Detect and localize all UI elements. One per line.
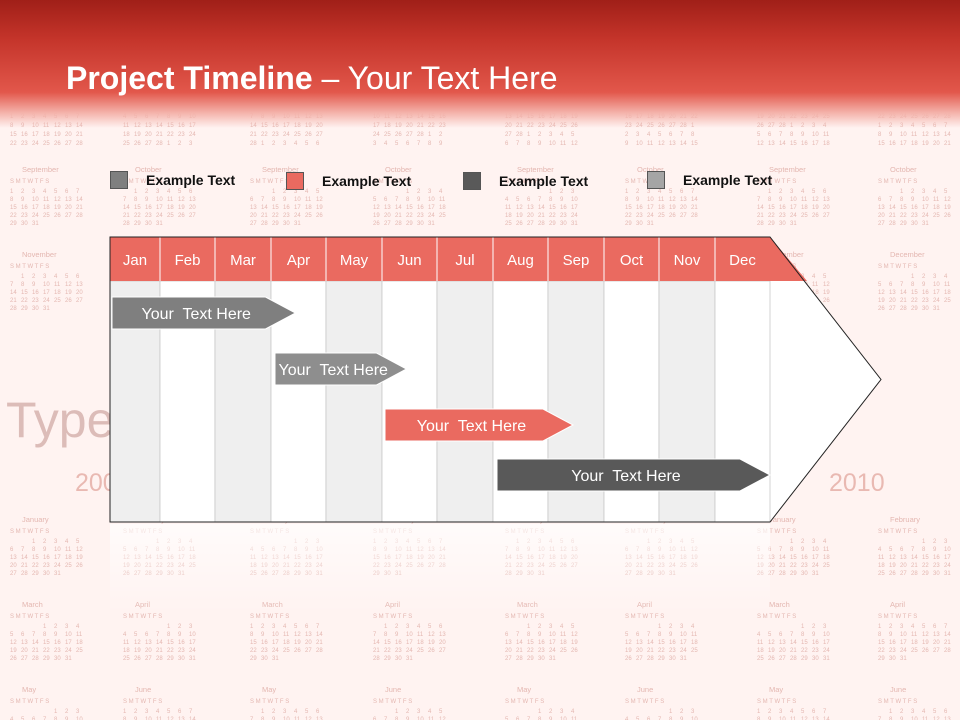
task-label-3: Your Text Here (417, 418, 527, 435)
legend-label-1: Example Text (146, 172, 236, 188)
slide-title[interactable]: Project Timeline – Your Text Here (66, 60, 558, 97)
task-arrow-4[interactable] (496, 458, 772, 492)
month-label-sep: Sep (563, 252, 590, 269)
month-header-band (110, 237, 807, 281)
month-label-apr: Apr (287, 252, 310, 269)
month-label-mar: Mar (230, 252, 256, 269)
legend-item-3: Example Text (463, 170, 588, 192)
legend-swatch-1 (110, 171, 128, 189)
timeline-reflection (110, 524, 770, 614)
legend-swatch-4 (647, 171, 665, 189)
month-label-jan: Jan (123, 252, 147, 269)
legend-label-4: Example Text (683, 172, 773, 188)
header-band (0, 0, 960, 128)
month-label-feb: Feb (175, 252, 201, 269)
task-label-2: Your Text Here (279, 362, 389, 379)
month-column-jul (436, 280, 494, 523)
month-label-jun: Jun (397, 252, 421, 269)
timeline-outline (109, 236, 882, 523)
month-label-oct: Oct (620, 252, 644, 269)
legend-swatch-3 (463, 172, 481, 190)
task-arrow-1[interactable] (111, 296, 297, 330)
month-column-jun (381, 280, 438, 523)
legend-item-1: Example Text (110, 169, 235, 191)
month-label-nov: Nov (674, 252, 701, 269)
task-arrow-3[interactable] (384, 408, 575, 442)
month-column-may (325, 280, 383, 523)
task-arrow-2[interactable] (274, 352, 408, 386)
legend-label-2: Example Text (322, 173, 412, 189)
month-label-dec: Dec (729, 252, 756, 269)
legend-item-4: Example Text (647, 169, 772, 191)
month-label-may: May (340, 252, 369, 269)
legend-swatch-2 (286, 172, 304, 190)
task-label-1: Your Text Here (142, 306, 252, 323)
legend-label-3: Example Text (499, 173, 589, 189)
slide-title-rest: – Your Text Here (312, 60, 558, 96)
task-label-4: Your Text Here (571, 468, 681, 485)
legend-item-2: Example Text (286, 170, 411, 192)
month-label-jul: Jul (455, 252, 474, 269)
slide-title-bold: Project Timeline (66, 60, 313, 96)
month-label-aug: Aug (507, 252, 534, 269)
